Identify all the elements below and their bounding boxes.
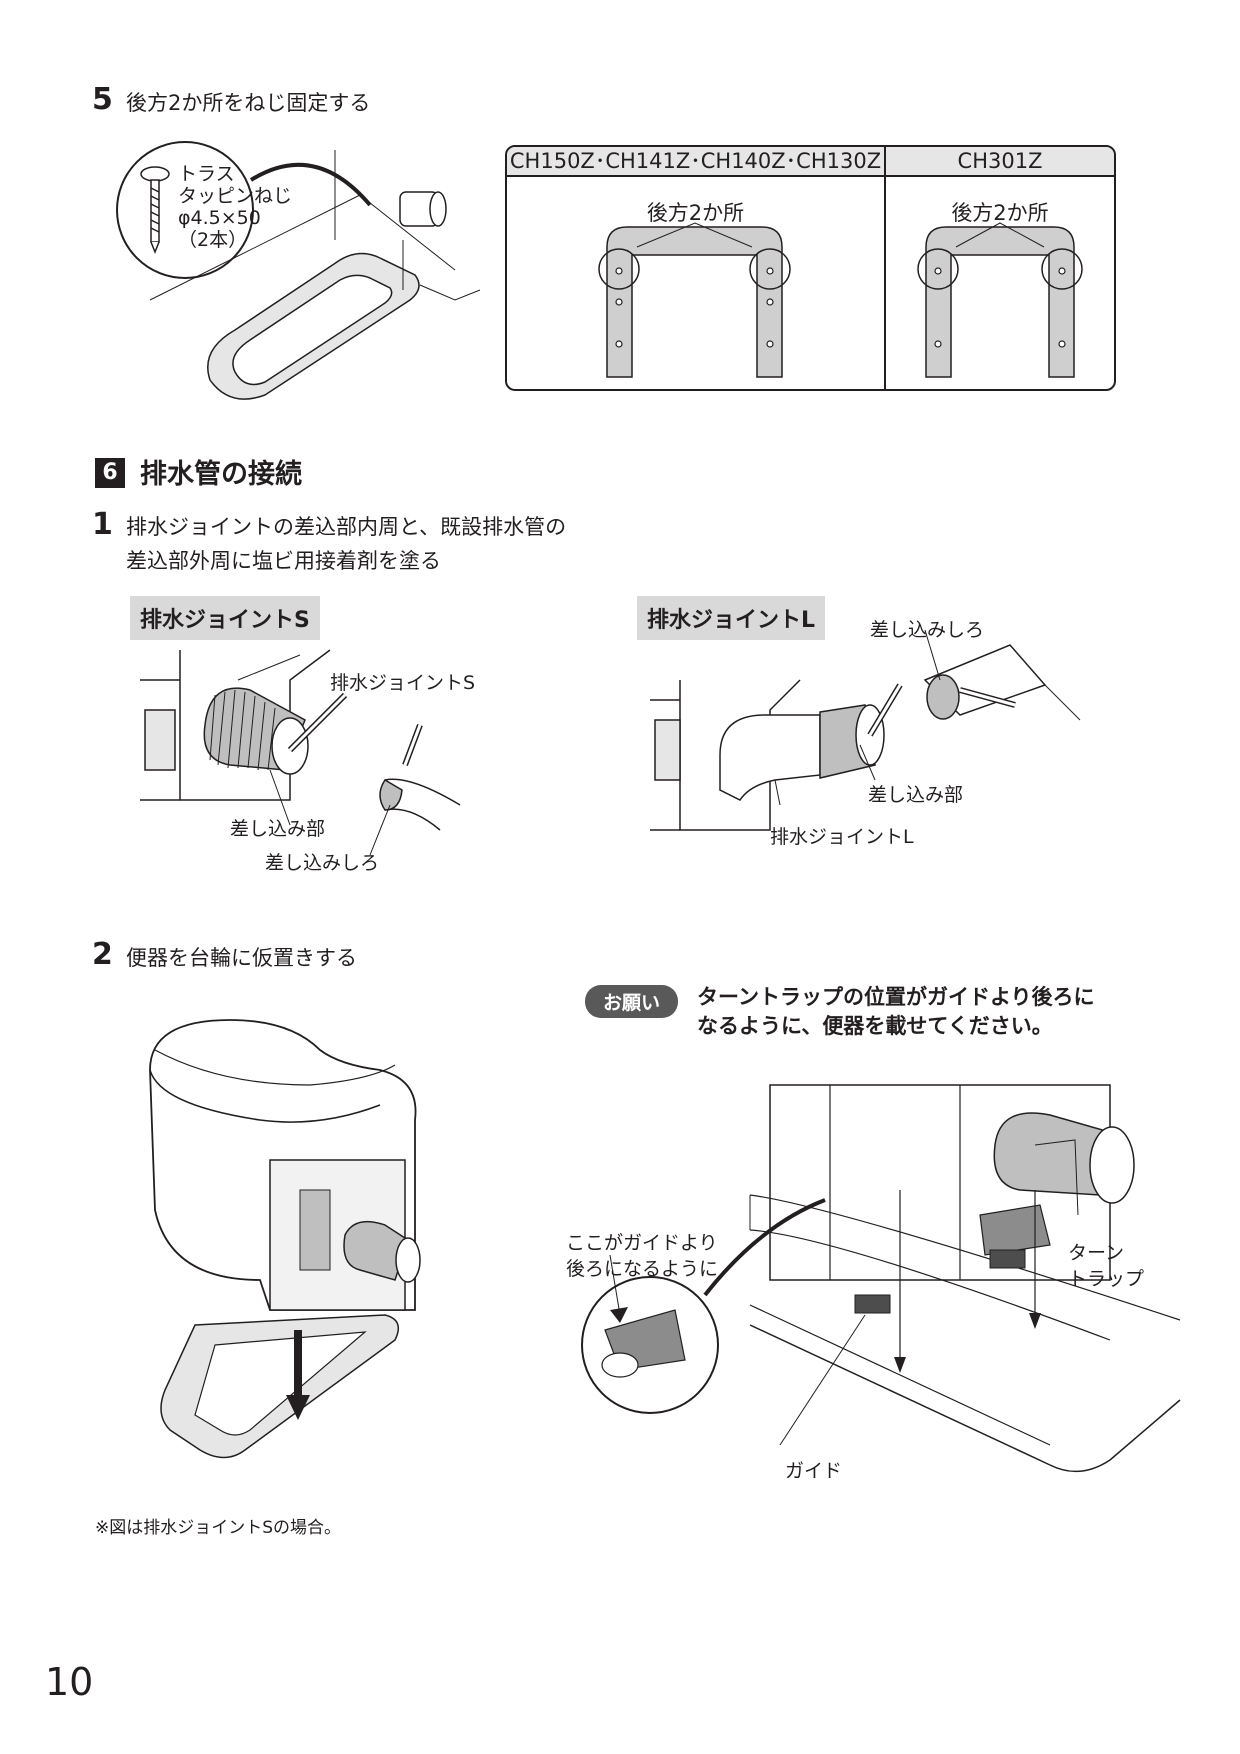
step5-number: 5 [92,82,113,117]
screw-callout-illustration [116,141,481,400]
guide-note-line1: ここがガイドより [566,1232,718,1254]
guide-note-line2: 後ろになるように [566,1258,719,1280]
screw-callout-text: トラス タッピンねじ φ4.5×50 （2本） [178,163,292,251]
step2-number: 2 [92,937,113,972]
request-badge: お願い [585,985,679,1018]
step5-text: 後方2か所をねじ固定する [126,91,371,115]
guide-detail-illustration [581,1084,1181,1473]
joint-s-name-callout: 排水ジョイントS [330,672,476,694]
request-line1: ターントラップの位置がガイドより後ろに [697,985,1095,1009]
guide-label: ガイド [785,1460,843,1482]
section6-title: 排水管の接続 [140,459,302,490]
frame-detail-right [917,222,1083,378]
model-label-left: 後方2か所 [646,201,745,225]
joint-l-name-callout: 排水ジョイントL [770,826,914,848]
screw-line-1: トラス [178,163,235,185]
step2-text: 便器を台輪に仮置きする [126,946,357,970]
screw-line-4: （2本） [178,229,248,251]
joint-s-insert-margin: 差し込みしろ [265,852,380,874]
model-table: CH150Z･CH141Z･CH140Z･CH130Z CH301Z 後方2か所… [505,145,1116,391]
joint-l-box: 排水ジョイントL [637,596,826,640]
step1-line2: 差込部外周に塩ビ用接着剤を塗る [126,549,441,573]
turn-trap-line2: トラップ [1068,1268,1145,1290]
section6-badge: 6 [95,458,125,488]
step1-line1: 排水ジョイントの差込部内周と、既設排水管の [126,515,567,539]
step1-number: 1 [92,507,113,542]
screw-line-2: タッピンねじ [178,185,293,207]
turn-trap-line1: ターン [1068,1242,1125,1264]
turn-trap-label: ターン トラップ [1068,1240,1144,1292]
joint-l-illustration [650,629,1081,831]
frame-detail-left [598,222,791,378]
screw-line-3: φ4.5×50 [178,207,261,229]
guide-note: ここがガイドより 後ろになるように [566,1230,718,1282]
joint-l-insert-part: 差し込み部 [868,784,964,806]
request-line2: なるように、便器を載せてください。 [697,1014,1053,1038]
toilet-placement-illustration [149,1019,421,1459]
joint-l-insert-margin: 差し込みしろ [870,619,985,641]
model-label-right: 後方2か所 [951,201,1049,225]
joint-s-box: 排水ジョイントS [130,596,320,640]
page-number: 10 [45,1660,94,1704]
model-header-right: CH301Z [957,149,1043,173]
joint-s-insert-part: 差し込み部 [230,818,326,840]
model-header-left: CH150Z･CH141Z･CH140Z･CH130Z [509,149,882,173]
joint-s-illustration [140,649,461,856]
footnote: ※図は排水ジョイントSの場合。 [95,1518,342,1538]
